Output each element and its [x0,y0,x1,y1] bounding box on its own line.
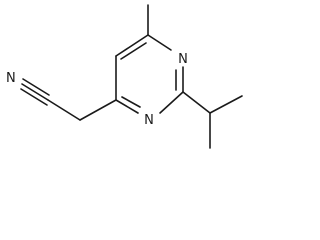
nitrile-triple-bond-1 [21,83,49,101]
ring-bond-c6-c5 [115,34,149,57]
ring-bond-c2-n3 [159,91,184,114]
ring-nitrogen-bottom-label: N [144,113,154,128]
ring-bond-c6-c5-inner [120,42,147,60]
chemical-structure: N N N [6,4,243,149]
nitrile-nitrogen-label: N [6,71,16,86]
structure-canvas: N N N [6,4,243,149]
ring-bond-c6-n1 [147,34,172,51]
ring-bond-n3-c4-inner [121,96,141,108]
ring-bond-n3-c4 [115,99,139,114]
ch2-bond [79,99,117,121]
nitrile-triple-bond-3 [20,88,48,106]
isopropyl-methyl-bond-1 [209,95,243,114]
isopropyl-bond [182,91,211,114]
nitrile-triple-bond-2 [22,78,50,96]
ring-nitrogen-top-label: N [178,52,188,67]
ch2-to-nitrile-carbon-bond [47,99,81,121]
